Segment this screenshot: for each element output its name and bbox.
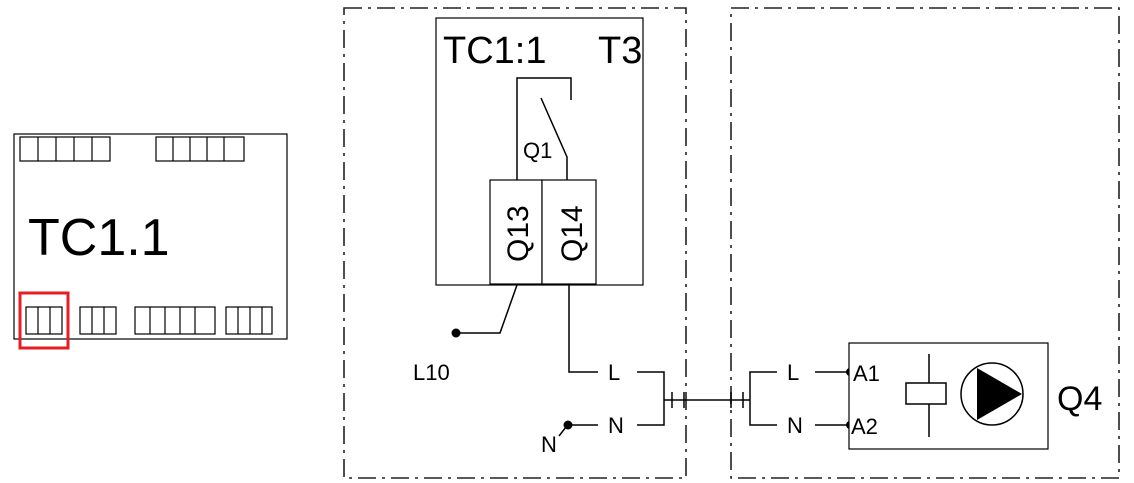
relay-title: TC1:1 [443,30,546,72]
n-in-wire [749,400,777,426]
a1-label: A1 [853,361,880,386]
bottom-connector-1 [25,306,63,335]
top-connector-2 [155,136,245,162]
l10-wire [456,284,518,334]
highlight-box [18,291,70,350]
l-out-wire [568,285,598,373]
n-in-label: N [787,413,803,438]
relay-coil-icon [905,354,947,437]
bottom-connector-2 [79,306,117,335]
pump-label: Q4 [1057,380,1102,418]
relay-title-right: T3 [598,30,642,72]
top-connector-1 [19,136,111,162]
l-in-label: L [787,360,799,385]
terminal-q13-label: Q13 [502,205,535,262]
n-source-tick [558,426,567,437]
l-in-wire [749,371,777,400]
terminal-q13 [489,179,543,285]
bottom-connector-3 [134,306,216,335]
terminal-q14 [541,179,597,285]
contact-label: Q1 [523,138,552,163]
n-out-wire-right [637,400,665,426]
a2-label: A2 [851,414,878,439]
l-out-label: L [608,360,620,385]
bottom-connector-4 [225,306,273,335]
controller-label: TC1.1 [28,209,170,267]
l10-terminal-dot [451,328,461,338]
l10-label: L10 [413,360,450,385]
switch-contact [540,97,568,180]
contact-wire-left [516,77,572,180]
pump-icon [960,362,1024,426]
pump-enclosure [730,7,1120,479]
n-out-label: N [608,413,624,438]
relay-module: TC1:1 T3 Q1 Q13 Q14 [435,17,644,286]
terminal-q14-label: Q14 [556,205,589,262]
pump-unit: A1 A2 Q4 [848,342,1102,450]
n-source-label: N [541,432,557,457]
controller-board: TC1.1 [13,133,288,350]
controller-outline [13,133,288,340]
l-out-wire-right [637,371,665,400]
